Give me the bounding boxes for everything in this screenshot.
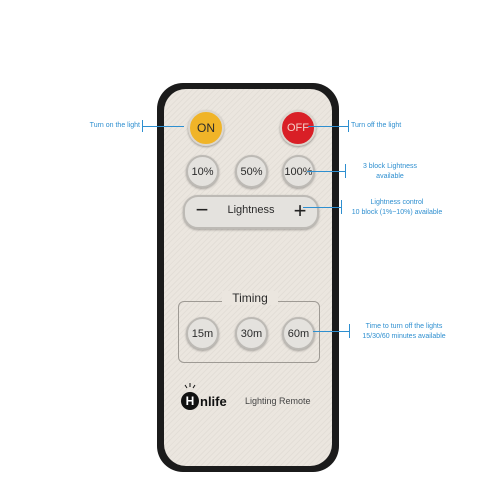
lightness-control: − Lightness + — [183, 195, 319, 229]
lightness-label: Lightness — [227, 204, 275, 216]
brightness-10-button[interactable]: 10% — [186, 155, 219, 188]
callout-off: Turn off the light — [351, 122, 402, 129]
lightbulb-icon — [184, 383, 196, 389]
timer-15m-button[interactable]: 15m — [186, 317, 219, 350]
callout-line-lightness — [303, 207, 341, 208]
off-button[interactable]: OFF — [280, 110, 316, 146]
on-button[interactable]: ON — [188, 110, 224, 146]
callout-tick-presets — [345, 164, 346, 178]
callout-line-on — [142, 126, 184, 127]
remote-control: ON OFF 10% 50% 100% − Lightness + Timing… — [157, 83, 339, 472]
product-name: Lighting Remote — [245, 396, 311, 406]
timer-60m-button[interactable]: 60m — [282, 317, 315, 350]
callout-lightness-line2: 10 block (1%~10%) available — [351, 209, 443, 216]
brand-logo: H nlife — [181, 383, 227, 410]
brand-name: nlife — [200, 393, 227, 409]
callout-lightness-line1: Lightness control — [370, 199, 424, 206]
callout-timing-line1: Time to turn off the lights — [365, 323, 443, 330]
callout-on: Turn on the light — [89, 122, 140, 129]
callout-tick-on — [142, 120, 143, 132]
callout-presets-line1: 3 block Lightness — [362, 163, 418, 170]
callout-line-timing — [313, 331, 349, 332]
brand-initial: H — [181, 392, 199, 410]
remote-face: ON OFF 10% 50% 100% − Lightness + Timing… — [164, 89, 332, 466]
callout-presets-line2: available — [376, 173, 404, 180]
lightness-increase-button[interactable]: + — [293, 198, 307, 223]
callout-tick-timing — [349, 324, 350, 338]
callout-tick-off — [348, 120, 349, 132]
callout-timing-line2: 15/30/60 minutes available — [362, 333, 446, 340]
lightness-decrease-button[interactable]: − — [195, 197, 209, 222]
callout-line-presets — [307, 171, 345, 172]
callout-tick-lightness — [341, 200, 342, 214]
brightness-50-button[interactable]: 50% — [235, 155, 268, 188]
timing-label: Timing — [222, 291, 278, 305]
timer-30m-button[interactable]: 30m — [235, 317, 268, 350]
callout-line-off — [308, 126, 348, 127]
